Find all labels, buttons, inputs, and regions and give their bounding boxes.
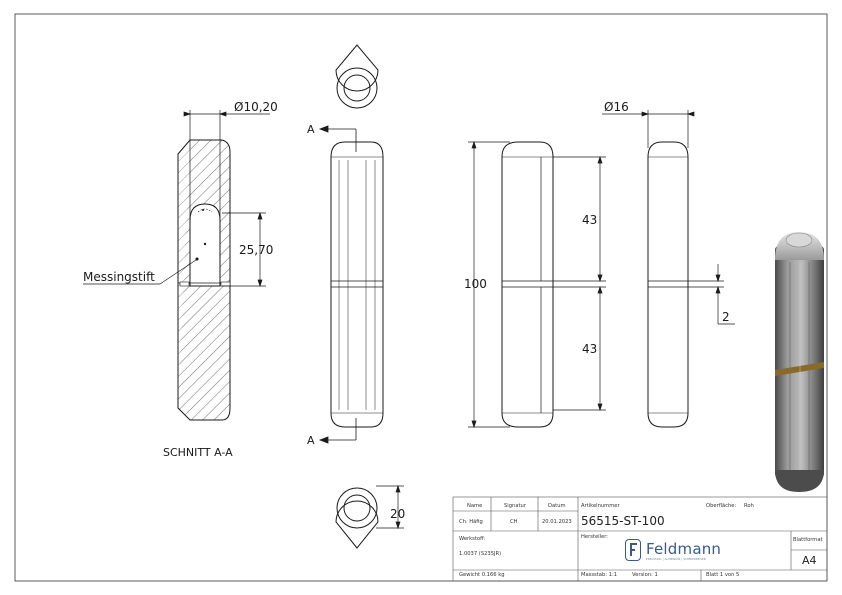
bottom-view-outline [335, 500, 379, 549]
section-title: SCHNITT A-A [163, 446, 233, 459]
tb-sheet-format-value: A4 [802, 554, 817, 567]
dim-dia-hinge-label: Ø16 [604, 100, 629, 114]
tb-surface-value: Roh [744, 503, 754, 509]
tb-name-value: Ch. Häfig [459, 519, 483, 525]
dim-pin-depth [222, 211, 266, 288]
tb-manufacturer-logo: Feldmann [646, 540, 722, 558]
dim-dia-hinge [602, 110, 695, 148]
top-view-outer-ring [336, 67, 378, 109]
callout-brass-pin-leader [83, 257, 199, 285]
dim-length-bottom-label: 43 [582, 342, 597, 356]
tb-sheet: Blatt 1 von 5 [706, 572, 740, 578]
top-view [335, 44, 379, 109]
front-view [330, 141, 384, 428]
bottom-view-bore [343, 494, 371, 522]
render-3d-hinge [775, 232, 824, 492]
dim-gap-label: 2 [722, 310, 730, 324]
tb-sheet-format-label: Blattformat [793, 537, 823, 543]
tb-name-header: Name [467, 503, 483, 509]
side-view-outline [501, 141, 554, 428]
section-line-marks [318, 125, 357, 444]
tb-article-number-label: Artikelnummer [581, 503, 620, 509]
tb-scale: Massstab: 1:1 [581, 572, 618, 578]
dim-pin-depth-label: 25,70 [239, 243, 273, 257]
dim-length-segments [553, 155, 606, 412]
tb-manufacturer-tagline: EDELSTAHL | ALUMINIUM | SCHMIEDEEISEN [646, 558, 706, 561]
tb-version: Version: 1 [632, 572, 658, 578]
title-block: Name Signatur Datum Ch. Häfig CH 20.01.2… [453, 497, 827, 581]
tb-weight: Gewicht 0.166 kg [459, 572, 505, 578]
drawing-border [14, 13, 828, 582]
dim-length-total [468, 140, 510, 429]
tb-date-header: Datum [548, 503, 566, 509]
tb-date-value: 20.01.2023 [542, 519, 572, 525]
tb-material-value: 1.0037 (S235JR) [459, 551, 502, 557]
callout-brass-pin: Messingstift [83, 270, 155, 284]
tb-material-label: Werkstoff: [459, 536, 486, 542]
tb-signature-value: CH [510, 519, 518, 525]
section-mark-bottom: A [307, 434, 315, 447]
section-view [177, 139, 231, 421]
tb-surface-label: Oberfläche: [706, 503, 737, 509]
title-block-frame [452, 496, 828, 582]
top-view-outline [335, 44, 379, 92]
side-view-right [647, 141, 689, 428]
bottom-view-outer-ring [336, 487, 378, 529]
dim-length-top-label: 43 [582, 213, 597, 227]
dim-width-bottom [376, 484, 404, 530]
tb-article-number: 56515-ST-100 [581, 514, 665, 528]
dim-length-total-label: 100 [464, 277, 487, 291]
top-view-bore [343, 74, 371, 102]
dim-gap [688, 264, 735, 325]
tb-signature-header: Signatur [504, 503, 526, 509]
dim-width-bottom-label: 20 [390, 507, 405, 521]
feldmann-logo-mark-icon [625, 539, 641, 561]
side-view [501, 141, 554, 428]
tb-manufacturer-label: Hersteller: [581, 534, 609, 540]
dim-dia-pin-label: Ø10,20 [234, 100, 278, 114]
section-mark-top: A [307, 123, 315, 136]
dim-dia-pin [183, 110, 270, 218]
bottom-view [335, 487, 379, 549]
side-view-right-outline [647, 141, 689, 428]
